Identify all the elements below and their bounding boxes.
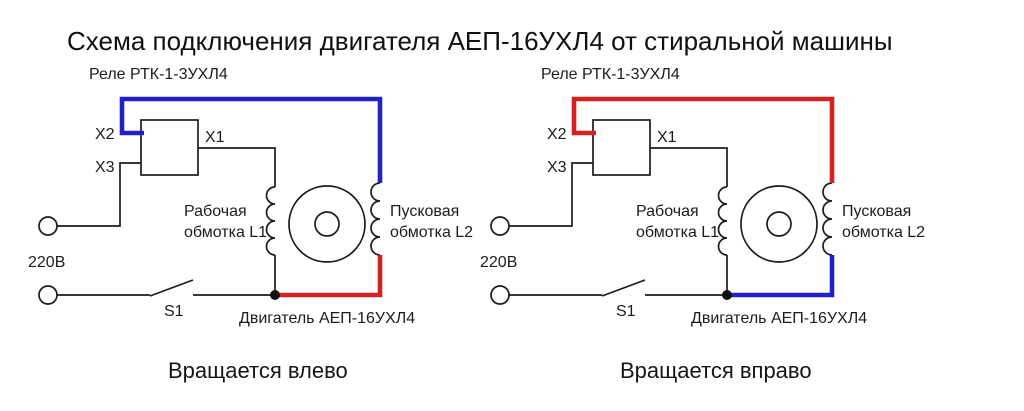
wire-x3-to-terminal xyxy=(57,162,141,227)
switch-label: S1 xyxy=(616,303,636,320)
main-winding-coil xyxy=(265,186,276,256)
rotation-caption: Вращается влево xyxy=(168,358,348,383)
terminal-x1-label: X1 xyxy=(205,129,225,146)
main-winding-coil xyxy=(717,186,728,256)
wire-x2-to-start-winding xyxy=(571,96,835,183)
switch-blade xyxy=(149,279,194,297)
terminal-x2-label: X2 xyxy=(547,126,567,143)
motor-shaft-circle xyxy=(766,211,792,237)
motor-shaft-circle xyxy=(314,211,340,237)
relay-label: Реле РТК-1-3УХЛ4 xyxy=(541,66,680,83)
terminal-x3-label: X3 xyxy=(547,159,567,176)
supply-terminal-top xyxy=(38,216,58,236)
start-winding-coil xyxy=(370,182,381,256)
voltage-label: 220В xyxy=(28,254,66,271)
supply-terminal-bottom xyxy=(490,285,510,305)
junction-dot xyxy=(722,290,732,300)
supply-terminal-bottom xyxy=(38,285,58,305)
start-winding-coil xyxy=(822,182,833,256)
rotation-caption: Вращается вправо xyxy=(620,358,812,383)
supply-terminal-top xyxy=(490,216,510,236)
main-winding-label: Рабочая обмотка L1 xyxy=(184,203,268,241)
start-winding-label: Пусковая обмотка L2 xyxy=(390,203,474,241)
circuit-diagram-left: Реле РТК-1-3УХЛ4 X2 X3 X1 Рабочая обмотк… xyxy=(0,60,480,405)
motor-label: Двигатель АЕП-16УХЛ4 xyxy=(691,310,868,327)
start-winding-label: Пусковая обмотка L2 xyxy=(842,203,926,241)
terminal-x1-label: X1 xyxy=(657,129,677,146)
main-winding-label: Рабочая обмотка L1 xyxy=(636,203,720,241)
wire-junction-to-start-winding xyxy=(728,255,835,298)
junction-dot xyxy=(270,290,280,300)
relay-box xyxy=(592,119,651,176)
wire-x1-to-main-winding xyxy=(198,147,276,187)
circuit-diagram-right: Реле РТК-1-3УХЛ4 X2 X3 X1 Рабочая обмотк… xyxy=(452,60,932,405)
terminal-x2-label: X2 xyxy=(95,126,115,143)
wire-x2-to-start-winding xyxy=(119,96,383,183)
wire-junction-to-start-winding xyxy=(276,255,383,298)
terminal-x3-label: X3 xyxy=(95,159,115,176)
relay-box xyxy=(140,119,199,176)
circuit-drawing-left xyxy=(38,96,383,305)
page-title: Схема подключения двигателя АЕП-16УХЛ4 о… xyxy=(67,26,893,56)
switch-blade xyxy=(601,279,646,297)
circuit-drawing-right xyxy=(490,96,835,305)
voltage-label: 220В xyxy=(480,254,518,271)
wire-x1-to-main-winding xyxy=(650,147,728,187)
relay-label: Реле РТК-1-3УХЛ4 xyxy=(89,66,228,83)
motor-label: Двигатель АЕП-16УХЛ4 xyxy=(239,310,416,327)
wire-x3-to-terminal xyxy=(509,162,593,227)
switch-label: S1 xyxy=(164,303,184,320)
